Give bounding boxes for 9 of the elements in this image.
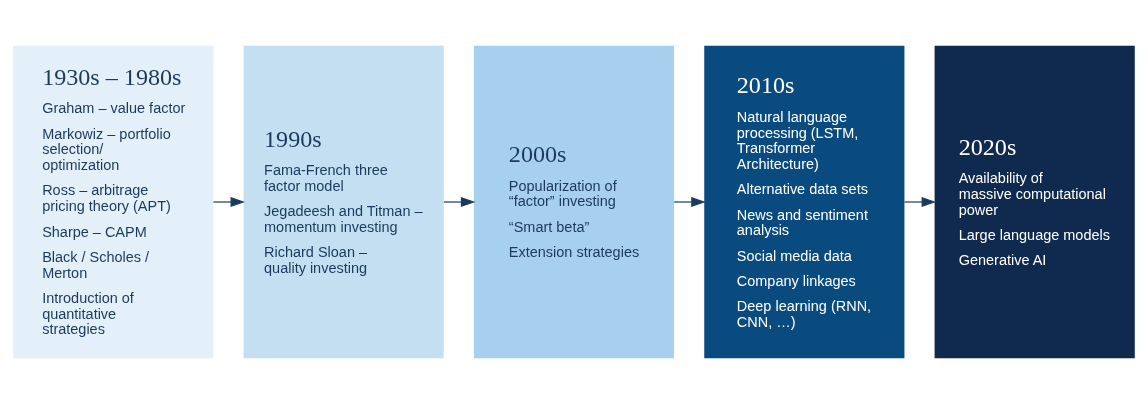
node-box: 2010s Natural language processing (LSTM, Transformer Architecture) Alternative data sets News and sentiment analysis Social media data Company linkages Deep learning (RNN, CNN, …) xyxy=(704,45,905,359)
arrow xyxy=(443,196,476,208)
arrow xyxy=(903,196,937,208)
node-box: 1930s – 1980s Graham – value factor Markowiz – portfolio selection/ optimization Ross – arbitrage pricing theory (APT) Sharpe – CAPM Black / Scholes / Merton Introduction of quantitative strategies xyxy=(13,45,214,359)
node-box: 2020s Availability of massive computational power Large language models Generative AI xyxy=(934,45,1135,359)
node-box: 1990s Fama-French three factor model Jegadeesh and Titman – momentum investing Richard Sloan – quality investing xyxy=(243,45,444,359)
arrow xyxy=(212,196,246,208)
node-box: 2000s Popularization of “factor” investing “Smart beta” Extension strategies xyxy=(473,45,675,359)
arrow xyxy=(673,196,706,208)
